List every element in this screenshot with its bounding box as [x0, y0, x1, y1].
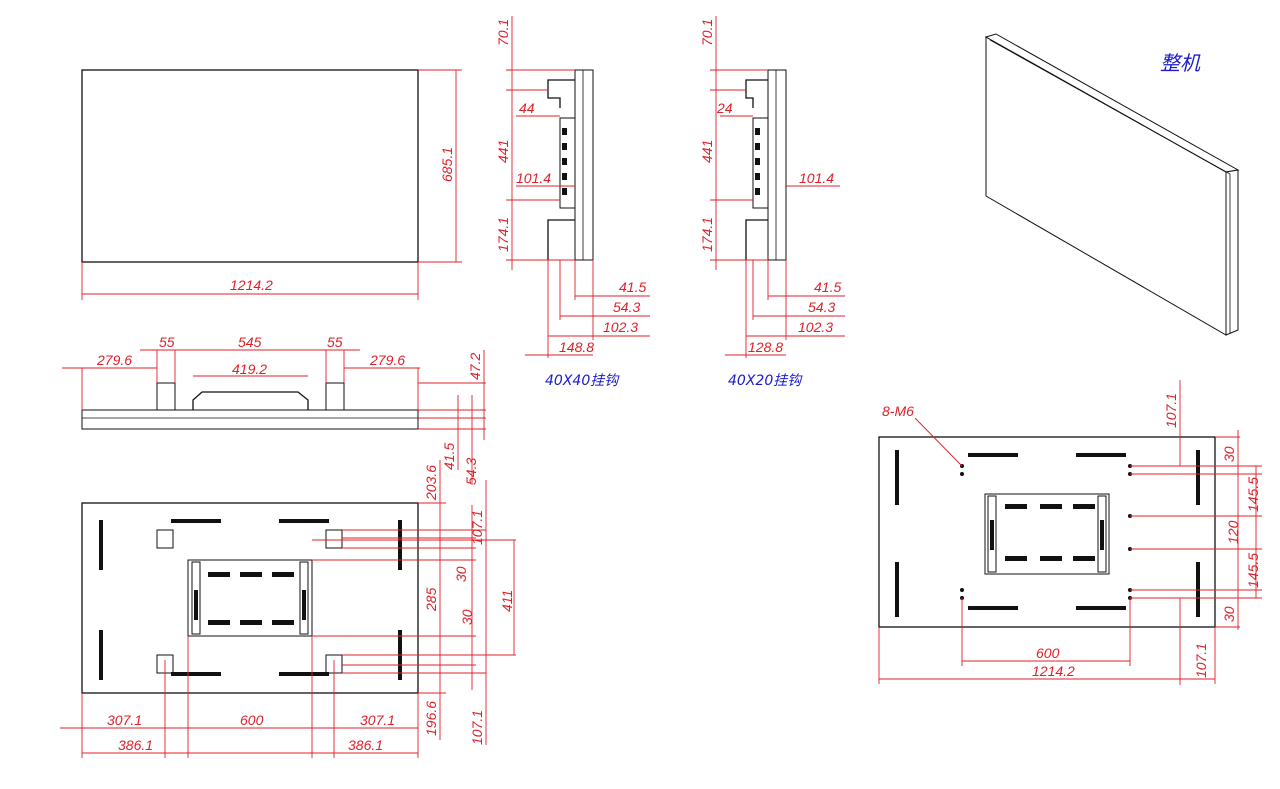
rear-hook-gap-lower-label: 30	[459, 609, 475, 625]
top-bracket-width-label: 419.2	[232, 361, 267, 377]
caption-whole-unit: 整机	[1160, 51, 1201, 75]
vesa-bottom-label: 107.1	[1193, 643, 1209, 678]
front-view: 1214.2 685.1	[81, 69, 462, 300]
rear-span-285-label: 285	[423, 587, 439, 612]
s2-bottom-label: 174.1	[699, 217, 715, 252]
top-view: 279.6 55 545 55 279.6 419.2 47.2 41.5 54…	[62, 334, 486, 485]
side-view-40x40: 70.1 441 174.1 44 101.4 41.5 54.3 102.3 …	[495, 16, 650, 389]
s1-d1-label: 41.5	[619, 279, 646, 295]
s1-d4-label: 148.8	[559, 339, 594, 355]
s1-hook-offset-label: 44	[519, 100, 535, 116]
top-hook-left-label: 55	[159, 334, 175, 350]
vesa-gap-top-label: 30	[1221, 446, 1237, 462]
s2-span-label: 441	[699, 140, 715, 163]
rear-bottom-label: 196.6	[423, 701, 439, 736]
top-hook-span-label: 545	[238, 334, 262, 350]
isometric-view: 整机	[984, 33, 1240, 336]
s2-hook-offset-label: 24	[716, 100, 733, 116]
rear-top-label: 203.6	[423, 465, 439, 501]
s2-d2-label: 54.3	[808, 299, 835, 315]
s1-top-label: 70.1	[495, 19, 511, 46]
rear-view: 203.6 107.1 30 285 30 411 196.6 107.1 30…	[60, 460, 516, 758]
rear-right-bottom-label: 386.1	[348, 737, 383, 753]
vesa-hole-span-label: 600	[1036, 645, 1060, 661]
front-width-label: 1214.2	[230, 277, 273, 293]
side-view-40x20: 70.1 441 174.1 24 101.4 41.5 54.3 102.3 …	[699, 16, 845, 389]
s1-span-label: 441	[495, 140, 511, 163]
rear-center-label: 600	[240, 712, 264, 728]
vesa-view: 8-M6 107.1 30 145.5 120 145.5 30 107.1 6…	[878, 380, 1262, 685]
vesa-gap-bottom-label: 30	[1221, 606, 1237, 622]
top-right-margin-label: 279.6	[369, 352, 405, 368]
front-height-label: 685.1	[439, 147, 455, 182]
vesa-span-b-label: 145.5	[1245, 553, 1261, 588]
vesa-span-a-label: 145.5	[1245, 477, 1261, 512]
vesa-width-label: 1214.2	[1032, 663, 1075, 679]
top-depth-a-label: 41.5	[441, 443, 457, 470]
rear-span-411-label: 411	[499, 590, 515, 612]
rear-bottom-gap-label: 107.1	[469, 710, 485, 745]
rear-hook-gap-upper-label: 30	[453, 566, 469, 582]
rear-left-bottom-label: 386.1	[118, 737, 153, 753]
rear-upper-gap-label: 107.1	[469, 510, 485, 545]
top-left-margin-label: 279.6	[96, 352, 132, 368]
s2-top-label: 70.1	[699, 19, 715, 46]
s1-d3-label: 102.3	[603, 319, 638, 335]
front-panel	[81, 69, 419, 263]
s2-d3-label: 102.3	[798, 319, 833, 335]
rear-left-top-label: 307.1	[107, 712, 142, 728]
rear-right-top-label: 307.1	[360, 712, 395, 728]
s1-box-depth-label: 101.4	[516, 170, 551, 186]
s1-bottom-label: 174.1	[495, 217, 511, 252]
vesa-span-mid-label: 120	[1225, 520, 1241, 544]
caption-40x40-hook: 40X40挂钩	[545, 373, 620, 389]
vesa-top-label: 107.1	[1163, 393, 1179, 428]
top-depth-b-label: 54.3	[463, 458, 479, 485]
s2-d4-label: 128.8	[748, 339, 783, 355]
top-hook-right-label: 55	[327, 334, 343, 350]
s2-box-depth-label: 101.4	[799, 170, 834, 186]
caption-40x20-hook: 40X20挂钩	[728, 373, 803, 389]
vesa-screw-label: 8-M6	[882, 403, 914, 419]
s2-d1-label: 41.5	[814, 279, 841, 295]
s1-d2-label: 54.3	[613, 299, 640, 315]
top-height-label: 47.2	[467, 353, 483, 380]
